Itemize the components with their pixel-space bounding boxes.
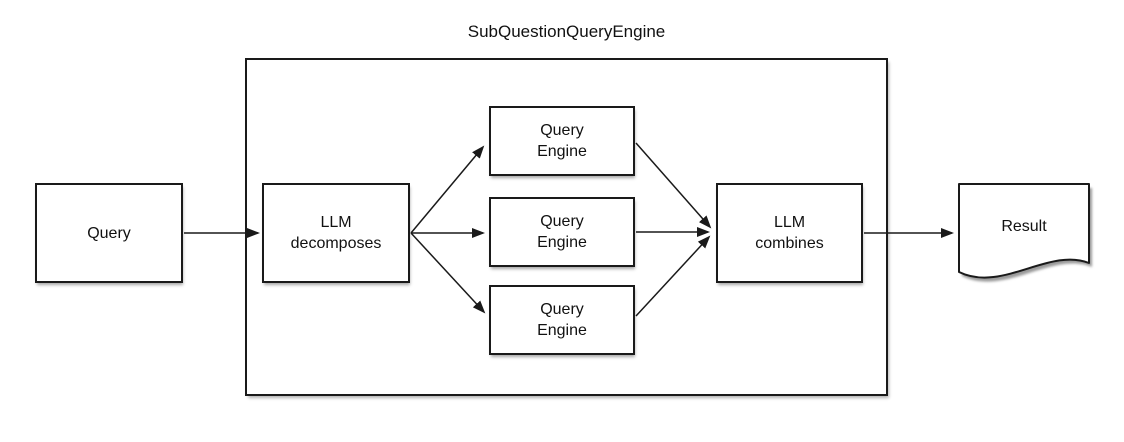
query-engine-1-label-line2: Engine [537, 143, 587, 160]
query-engine-node-3: Query Engine [489, 285, 635, 355]
query-node: Query [35, 183, 183, 283]
llm-combines-label-line1: LLM [773, 214, 806, 231]
query-engine-3-label-line2: Engine [537, 322, 587, 339]
query-engine-node-1: Query Engine [489, 106, 635, 176]
llm-combines-label-line2: combines [755, 235, 824, 252]
result-node: Result [958, 185, 1090, 269]
llm-decomposes-label-line2: decomposes [290, 235, 382, 252]
result-node-label: Result [1001, 218, 1047, 235]
query-engine-2-label-line2: Engine [537, 234, 587, 251]
llm-decomposes-label-line1: LLM [320, 214, 352, 231]
query-node-label: Query [87, 224, 131, 242]
llm-combines-node: LLM combines [716, 183, 863, 283]
query-engine-2-label-line1: Query [540, 213, 584, 230]
query-engine-node-2: Query Engine [489, 197, 635, 267]
llm-decomposes-node: LLM decomposes [262, 183, 410, 283]
query-engine-1-label-line1: Query [540, 122, 584, 139]
subquestion-engine-container [245, 58, 888, 396]
query-engine-3-label-line1: Query [540, 301, 584, 318]
diagram-title: SubQuestionQueryEngine [467, 22, 666, 41]
